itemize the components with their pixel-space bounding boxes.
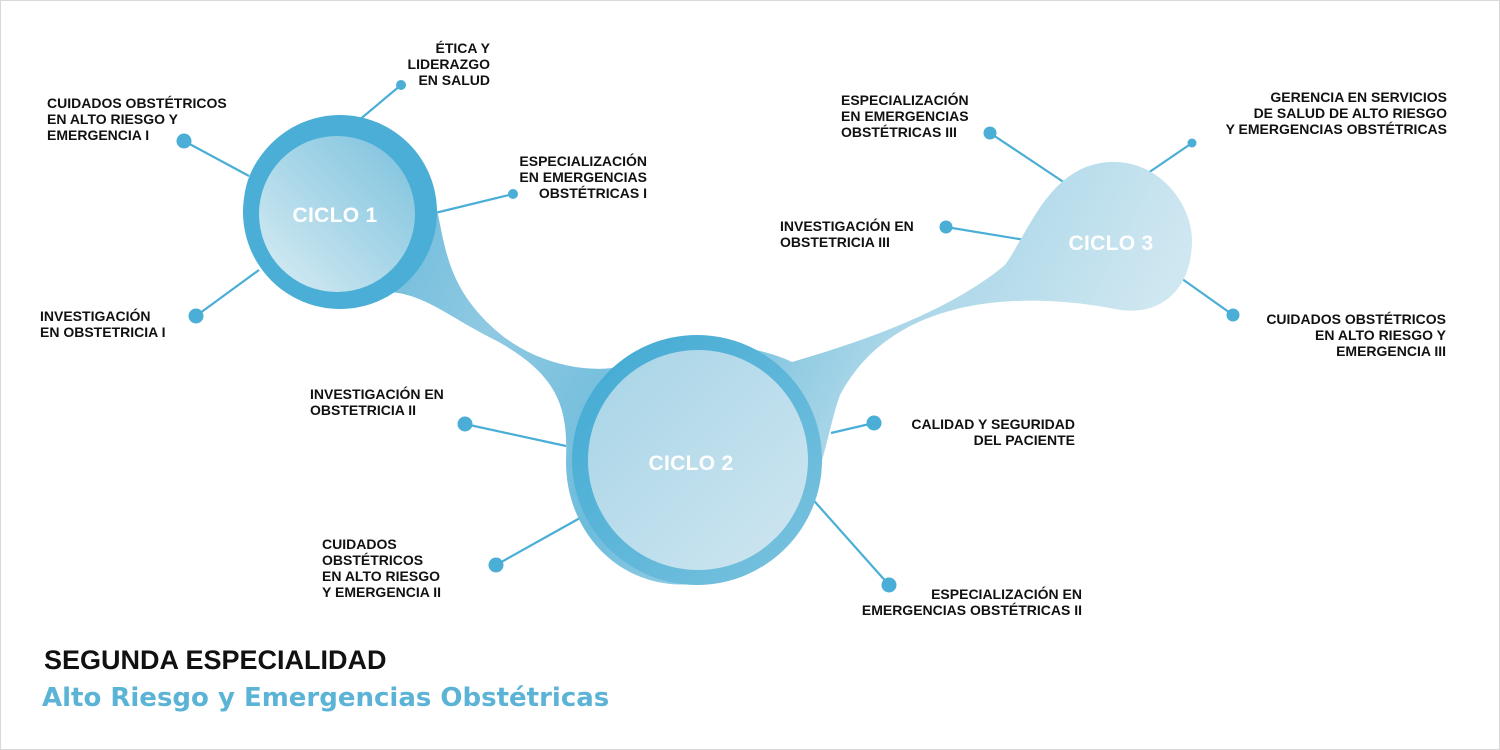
course-gerencia-servicios: GERENCIA EN SERVICIOS DE SALUD DE ALTO R… (1225, 89, 1447, 137)
course-investigacion-ii: INVESTIGACIÓN EN OBSTETRICIA II (310, 386, 444, 418)
cycle-3-label: CICLO 3 (1068, 232, 1154, 255)
cycle-2-label: CICLO 2 (648, 452, 734, 475)
course-cuidados-obstetricos-ii: CUIDADOS OBSTÉTRICOS EN ALTO RIESGO Y EM… (322, 536, 442, 600)
course-calidad-seguridad: CALIDAD Y SEGURIDAD DEL PACIENTE (911, 416, 1075, 448)
page-title: SEGUNDA ESPECIALIDAD (44, 645, 387, 675)
cycle-1-inner (259, 136, 415, 292)
course-especializacion-i: ESPECIALIZACIÓN EN EMERGENCIAS OBSTÉTRIC… (519, 153, 647, 201)
course-cuidados-obstetricos-i: CUIDADOS OBSTÉTRICOS EN ALTO RIESGO Y EM… (47, 95, 227, 143)
course-cuidados-obstetricos-iii: CUIDADOS OBSTÉTRICOS EN ALTO RIESGO Y EM… (1266, 311, 1446, 359)
course-especializacion-iii: ESPECIALIZACIÓN EN EMERGENCIAS OBSTÉTRIC… (841, 92, 969, 140)
page-subtitle: Alto Riesgo y Emergencias Obstétricas (42, 683, 610, 713)
course-investigacion-i: INVESTIGACIÓN EN OBSTETRICIA I (40, 308, 166, 340)
course-especializacion-ii: ESPECIALIZACIÓN EN EMERGENCIAS OBSTÉTRIC… (861, 586, 1082, 618)
course-investigacion-iii: INVESTIGACIÓN EN OBSTETRICIA III (780, 218, 914, 250)
cycle-2-inner (588, 350, 808, 570)
cycle-1-label: CICLO 1 (292, 204, 378, 227)
course-etica-liderazgo: ÉTICA Y LIDERAZGO EN SALUD (407, 40, 490, 88)
connector-dots (176, 80, 1240, 593)
